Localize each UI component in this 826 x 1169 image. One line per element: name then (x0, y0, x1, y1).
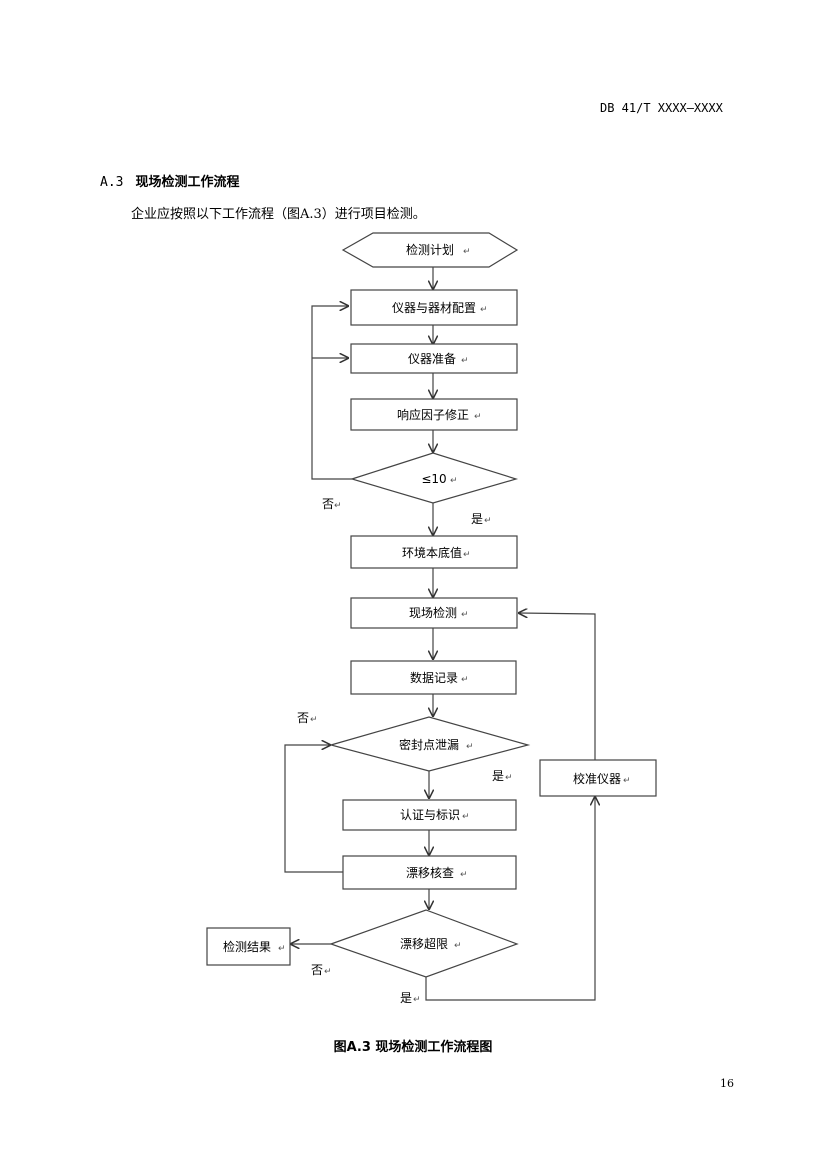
label-no-overlimit: 否 (311, 963, 323, 977)
node-drift-label: 漂移核查 (406, 866, 454, 880)
svg-text:↵: ↵ (334, 501, 342, 511)
node-plan (341, 232, 519, 268)
node-background (350, 535, 518, 569)
node-prep-label: 仪器准备 (408, 352, 456, 366)
svg-text:↵: ↵ (461, 675, 469, 685)
label-no-check10: 否 (322, 497, 334, 511)
svg-text:↵: ↵ (324, 967, 332, 977)
svg-text:↵: ↵ (463, 550, 471, 560)
node-result (206, 927, 291, 966)
svg-text:↵: ↵ (480, 305, 488, 315)
node-certify-label: 认证与标识 (400, 808, 460, 822)
svg-text:↵: ↵ (460, 870, 468, 880)
node-leak (328, 716, 531, 772)
node-drift (342, 855, 517, 890)
section-heading: A.3 现场检测工作流程 (100, 171, 240, 190)
svg-text:↵: ↵ (310, 715, 318, 725)
node-response (350, 398, 518, 431)
node-overlimit-label: 漂移超限 (400, 936, 448, 951)
svg-text:↵: ↵ (278, 944, 286, 954)
node-prep (350, 343, 518, 374)
node-calibrate-label: 校准仪器 (573, 771, 621, 786)
svg-text:↵: ↵ (461, 610, 469, 620)
node-check10-label: ≤10 (421, 472, 446, 486)
svg-text:↵: ↵ (484, 516, 492, 526)
node-background-label: 环境本底值 (402, 545, 462, 560)
node-calibrate (539, 759, 657, 797)
node-field-label: 现场检测 (409, 605, 457, 620)
node-plan-label: 检测计划 (406, 242, 454, 257)
node-record-label: 数据记录 (410, 670, 458, 685)
node-check10 (349, 452, 519, 504)
svg-text:↵: ↵ (505, 773, 513, 783)
svg-text:↵: ↵ (450, 476, 458, 486)
arrow-calibrate-field (519, 613, 596, 760)
label-yes-overlimit: 是 (400, 991, 412, 1005)
svg-text:↵: ↵ (462, 812, 470, 822)
node-leak-label: 密封点泄漏 (399, 737, 459, 752)
svg-text:↵: ↵ (413, 995, 421, 1005)
svg-text:↵: ↵ (466, 742, 474, 752)
loop-no-to-config (311, 306, 352, 480)
section-number: A.3 (100, 175, 124, 190)
node-result-label: 检测结果 (223, 939, 271, 954)
svg-text:↵: ↵ (454, 941, 462, 951)
node-record (350, 660, 517, 695)
node-field (350, 597, 518, 629)
svg-text:↵: ↵ (623, 776, 631, 786)
label-yes-leak: 是 (492, 769, 504, 783)
svg-text:↵: ↵ (461, 356, 469, 366)
document-code: DB 41/T XXXX—XXXX (600, 101, 723, 115)
label-yes-check10: 是 (471, 512, 483, 526)
node-overlimit (329, 909, 519, 978)
node-response-label: 响应因子修正 (397, 407, 469, 422)
intro-paragraph: 企业应按照以下工作流程（图A.3）进行项目检测。 (131, 207, 426, 222)
node-config-label: 仪器与器材配置 (392, 301, 476, 315)
node-certify (342, 799, 517, 831)
section-title: 现场检测工作流程 (135, 175, 240, 190)
paragraph-marks: ↵ ↵ ↵ ↵ ↵ ↵ ↵ ↵ ↵ ↵ ↵ ↵ ↵ ↵ ↵ ↵ ↵ ↵ ↵ ↵ (278, 247, 631, 1005)
label-no-leak: 否 (297, 711, 309, 725)
arrow-overlimit-calibrate (425, 797, 595, 1001)
svg-text:↵: ↵ (474, 412, 482, 422)
loop-drift-to-leak (284, 745, 343, 873)
figure-caption: 图A.3 现场检测工作流程图 (333, 1040, 493, 1055)
svg-text:↵: ↵ (463, 247, 471, 257)
node-config (350, 289, 518, 326)
page-number: 16 (720, 1077, 734, 1090)
